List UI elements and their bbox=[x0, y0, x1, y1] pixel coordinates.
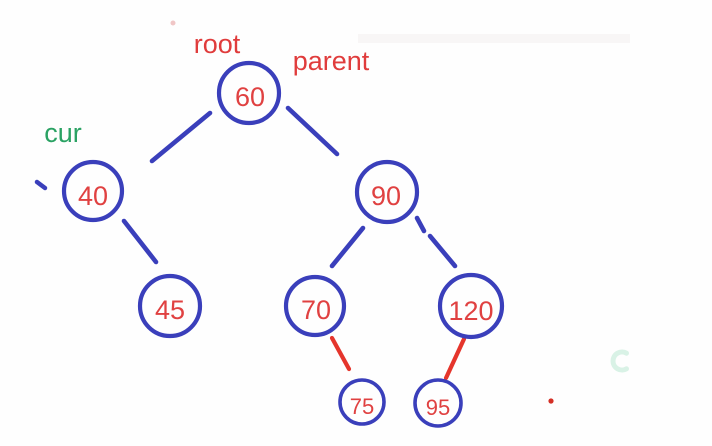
edge-60-90 bbox=[285, 105, 340, 157]
edge-40-45 bbox=[121, 218, 159, 265]
node-70-circle bbox=[283, 274, 347, 338]
node-60-value: 60 bbox=[235, 82, 265, 112]
node-45: 45 bbox=[137, 273, 203, 339]
edge-90-70 bbox=[329, 225, 366, 269]
edge-120-95 bbox=[443, 336, 467, 381]
node-95-circle bbox=[413, 378, 463, 428]
node-60: 60 bbox=[216, 60, 282, 126]
node-45-value: 45 bbox=[155, 295, 185, 325]
label-root: root bbox=[194, 29, 241, 59]
artifact-blue-tick bbox=[34, 179, 48, 191]
node-40-circle bbox=[61, 159, 125, 223]
label-cur: cur bbox=[44, 118, 82, 148]
label-parent: parent bbox=[293, 46, 370, 76]
artifact-pink-dot bbox=[170, 20, 176, 26]
edge-70-75 bbox=[329, 335, 352, 372]
node-40: 40 bbox=[61, 159, 125, 223]
node-75-value: 75 bbox=[350, 394, 374, 419]
node-95: 95 bbox=[413, 378, 463, 428]
node-90: 90 bbox=[354, 159, 420, 225]
edge-90-120-dash bbox=[414, 215, 427, 234]
artifact-cyan-arc bbox=[610, 349, 629, 373]
node-60-circle bbox=[216, 60, 282, 126]
node-40-value: 40 bbox=[78, 181, 108, 211]
node-75: 75 bbox=[338, 378, 386, 426]
node-70: 70 bbox=[283, 274, 347, 338]
edge-60-40 bbox=[149, 110, 213, 164]
node-90-circle bbox=[354, 159, 420, 225]
artifact-red-dot bbox=[548, 398, 554, 404]
node-120-value: 120 bbox=[448, 296, 493, 326]
node-90-value: 90 bbox=[371, 181, 401, 211]
node-75-circle bbox=[338, 378, 386, 426]
node-70-value: 70 bbox=[301, 295, 331, 325]
artifact-faint-band bbox=[358, 34, 630, 43]
node-120: 120 bbox=[437, 272, 505, 340]
edge-90-120 bbox=[427, 233, 458, 269]
node-120-circle bbox=[437, 272, 505, 340]
node-45-circle bbox=[137, 273, 203, 339]
node-95-value: 95 bbox=[426, 395, 450, 420]
